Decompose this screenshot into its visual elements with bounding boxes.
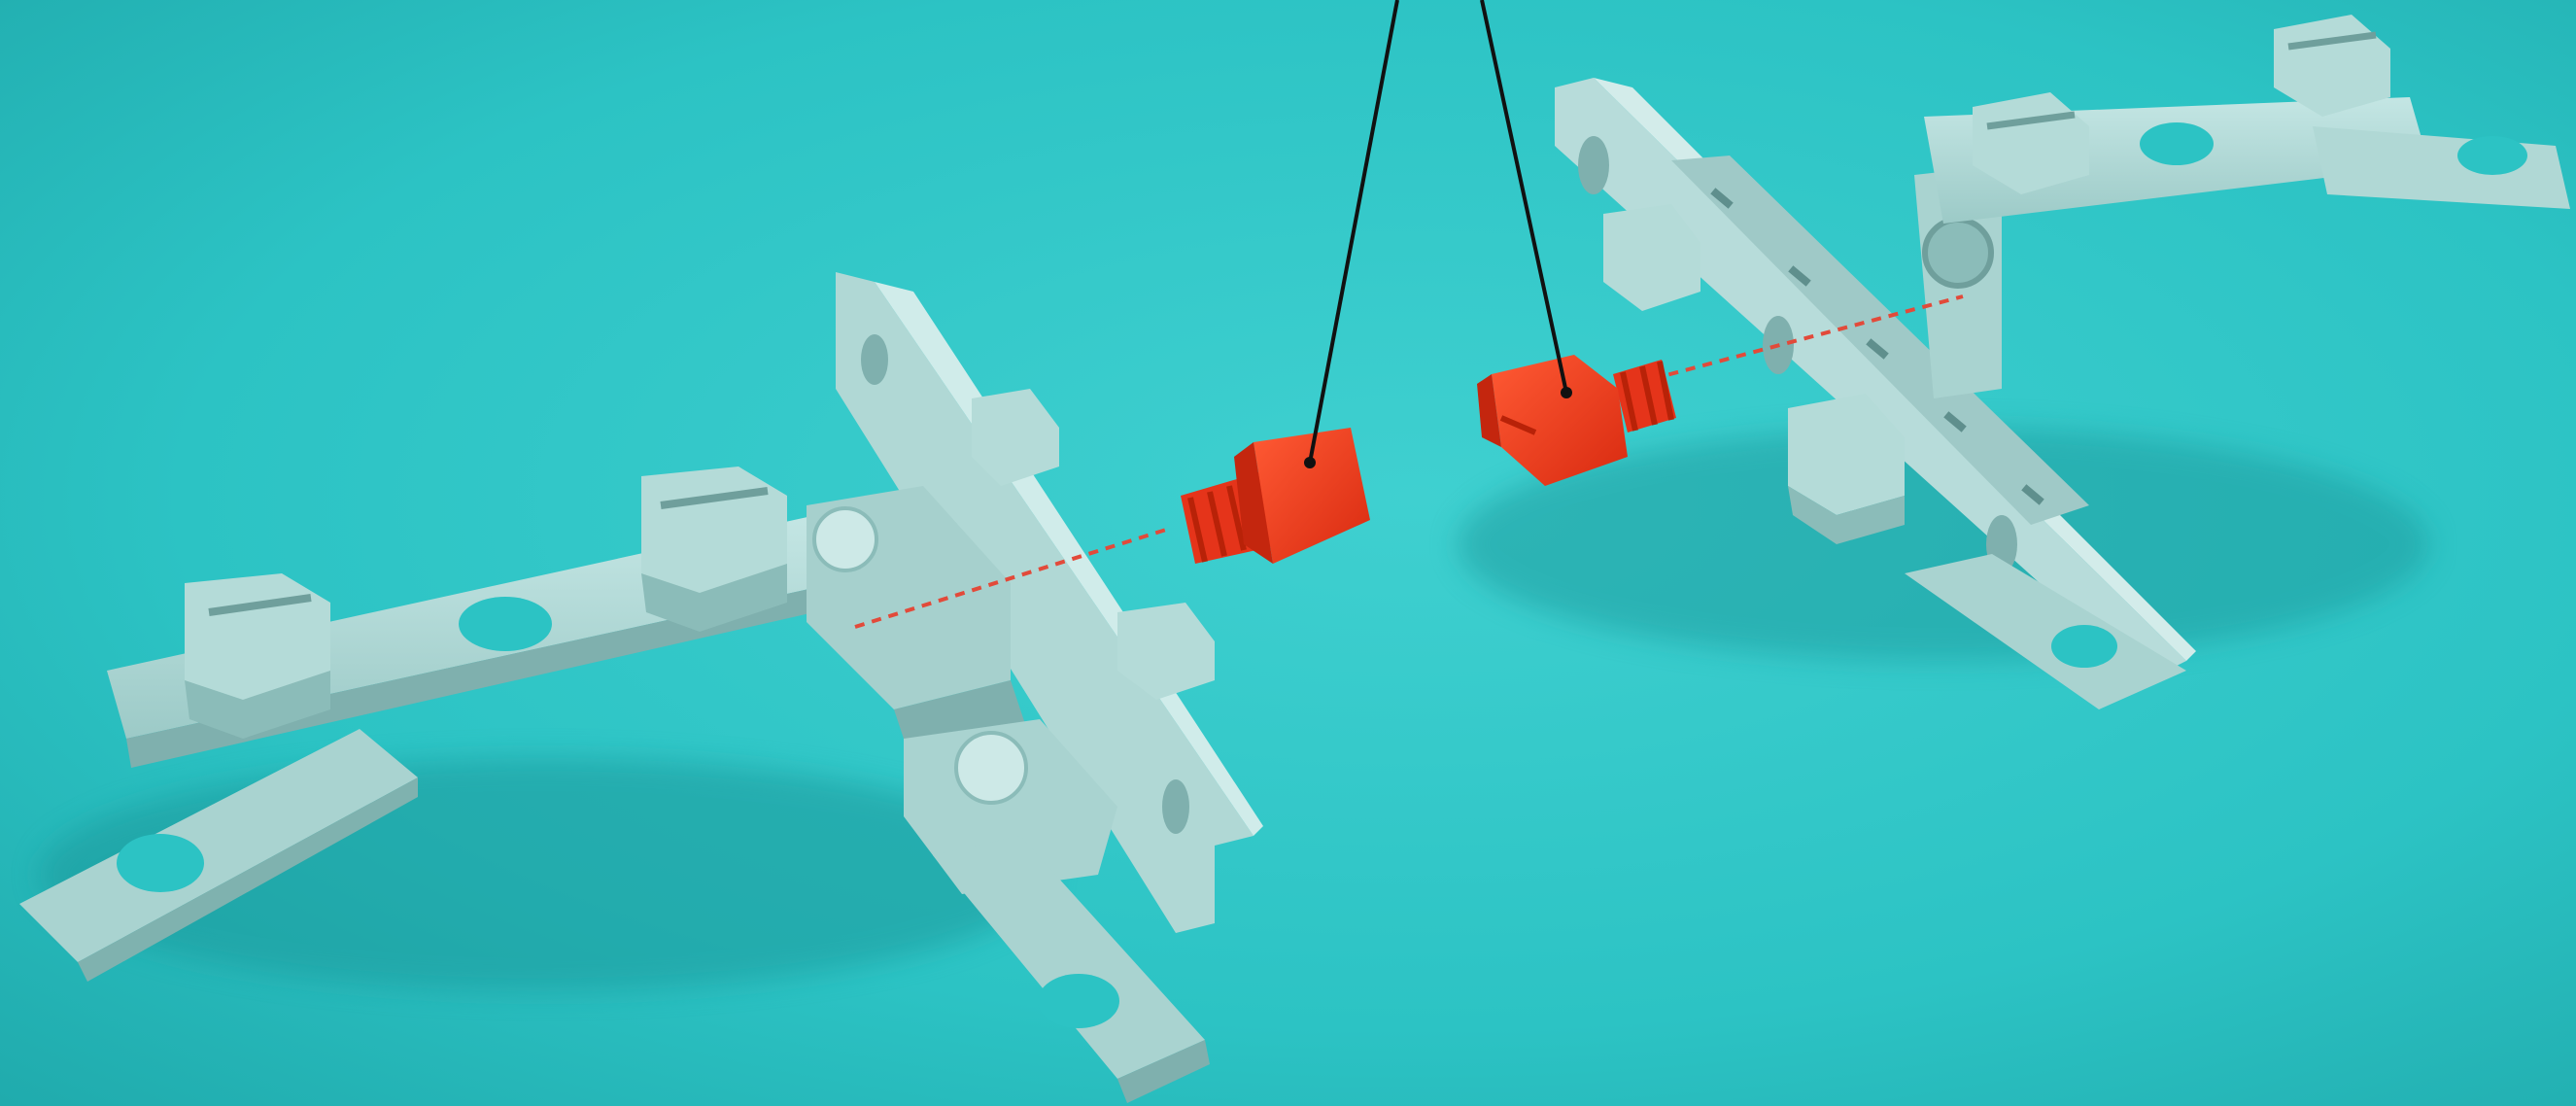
left-vertical-plate [836,272,1254,933]
right-screw-slot [1499,415,1537,435]
right-nut-1 [1603,204,1700,311]
left-long-strip-edge [126,583,836,768]
left-hex-nut-1 [185,573,330,700]
right-screw-head-side [1477,374,1501,447]
left-hex-nut-2 [641,467,787,593]
left-lower-strip [19,729,418,962]
right-top-nut-2-slot [2287,31,2377,51]
left-lower-strip-edge [78,778,418,982]
right-nut-2 [1788,394,1905,515]
left-bracket-washer [812,506,878,572]
right-plate-hole-1 [1578,136,1609,194]
left-side-nut-lower [1117,603,1215,700]
left-bracket-assembly [19,272,1263,1103]
left-hex-nut-2-slot [660,487,769,509]
left-screw-head [1254,428,1370,564]
right-bottom-strip-hole [2051,625,2117,668]
left-hex-nut-1-slot [208,594,312,616]
left-alignment-axis [854,528,1167,629]
right-screw-head [1492,355,1628,486]
right-nut-2-side [1788,486,1905,544]
left-hex-nut-2-side [641,564,787,632]
left-side-nut-upper [972,389,1059,486]
left-bottom-strip-hole [1038,974,1119,1028]
right-bracket-assembly [1458,15,2570,709]
right-top-nut-1-slot [1986,111,2076,130]
left-lower-strip-hole [117,834,204,892]
left-plate-hole-2 [1162,779,1189,834]
right-long-plate [1555,78,2186,680]
right-assembly-shadow [1458,428,2429,661]
left-long-strip-hole [459,597,552,651]
left-leader-line [1308,0,1399,464]
right-leader-line [1480,0,1568,394]
left-screw [1181,428,1370,564]
right-block-hole [1922,217,1994,289]
right-screw [1477,355,1676,486]
right-channel [1671,156,2089,525]
left-screw-head-side [1234,442,1273,564]
right-bottom-strip [1905,554,2186,709]
right-far-strip-hole [2457,136,2527,175]
left-bottom-strip-edge [1117,1040,1210,1103]
right-alignment-axis [1651,294,1964,381]
left-hex-nut-1-side [185,671,330,739]
right-top-arm-hole [2140,122,2214,165]
left-bottom-strip [933,836,1205,1079]
left-plate-hole-1 [861,334,888,385]
left-lower-washer [954,731,1028,805]
